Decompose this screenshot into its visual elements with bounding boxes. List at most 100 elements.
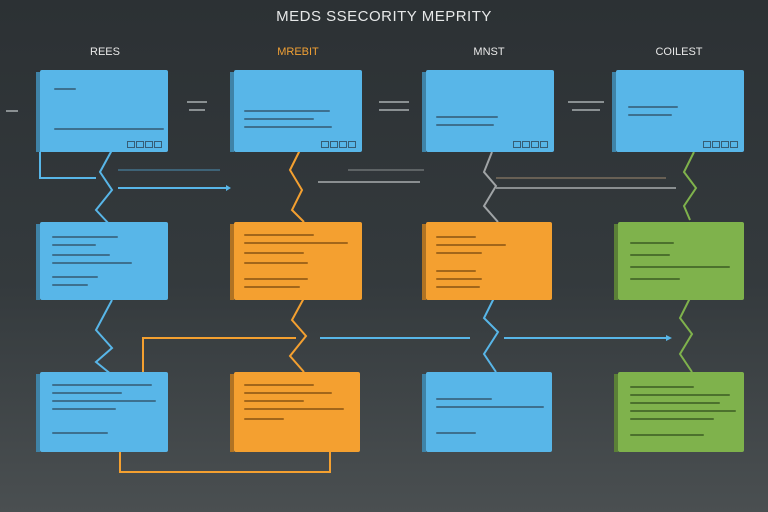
- card-line: [244, 286, 300, 288]
- card-line: [244, 408, 344, 410]
- card-slots: [513, 141, 548, 148]
- card-line: [52, 262, 132, 264]
- connector-bracket-col1: [39, 150, 96, 179]
- card-line: [630, 242, 674, 244]
- card-line: [630, 266, 730, 268]
- card-r2-c2: [230, 222, 362, 300]
- card-line: [630, 434, 704, 436]
- card-r3-c3: [422, 372, 552, 452]
- side-note-3: [376, 98, 412, 117]
- connector-zigzag-col4: [682, 151, 698, 221]
- card-line: [436, 270, 476, 272]
- card-line: [628, 106, 678, 108]
- card-line: [52, 408, 116, 410]
- card-line: [52, 432, 108, 434]
- card-r3-c1: [36, 372, 168, 452]
- card-line: [244, 278, 308, 280]
- card-line: [630, 418, 714, 420]
- connector-bottom-col2: [119, 452, 331, 473]
- card-slots: [703, 141, 738, 148]
- card-line: [630, 402, 720, 404]
- card-line: [244, 418, 284, 420]
- card-line: [52, 392, 122, 394]
- card-line: [244, 110, 330, 112]
- card-line: [54, 128, 164, 130]
- side-note-4: [566, 98, 606, 117]
- card-line: [630, 394, 730, 396]
- card-r1-c1: [36, 70, 168, 152]
- card-line: [244, 400, 304, 402]
- card-line: [244, 126, 332, 128]
- card-slots: [321, 141, 356, 148]
- card-edge: [422, 374, 426, 452]
- card-line: [54, 88, 76, 90]
- card-edge: [614, 374, 618, 452]
- card-edge: [614, 224, 618, 300]
- side-note-2: [184, 98, 210, 117]
- column-label-3: MNST: [473, 46, 505, 58]
- card-edge: [230, 72, 234, 152]
- card-line: [436, 124, 494, 126]
- card-r2-c4: [614, 222, 744, 300]
- card-r2-c3: [422, 222, 552, 300]
- card-edge: [36, 224, 40, 300]
- card-r1-c3: [422, 70, 554, 152]
- connector-zigzag-col4-lower: [678, 297, 694, 373]
- card-r2-c1: [36, 222, 168, 300]
- card-line: [436, 406, 544, 408]
- card-edge: [36, 72, 40, 152]
- card-r3-c4: [614, 372, 744, 452]
- card-line: [630, 278, 680, 280]
- card-line: [436, 236, 476, 238]
- card-line: [244, 252, 304, 254]
- card-line: [244, 262, 308, 264]
- card-line: [244, 384, 314, 386]
- connector-arrowhead-right: [666, 335, 672, 341]
- card-edge: [612, 72, 616, 152]
- card-edge: [422, 224, 426, 300]
- diagram-title: MEDS SSECORITY MEPRITY: [276, 8, 492, 25]
- card-line: [436, 116, 498, 118]
- card-r1-c2: [230, 70, 362, 152]
- card-line: [244, 242, 348, 244]
- card-line: [436, 432, 476, 434]
- card-edge: [230, 374, 234, 452]
- card-line: [52, 284, 88, 286]
- card-line: [52, 400, 156, 402]
- card-line: [436, 252, 482, 254]
- connector-zigzag-col1: [94, 149, 114, 226]
- card-line: [244, 234, 314, 236]
- column-label-4: COILEST: [655, 46, 703, 58]
- card-line: [52, 236, 118, 238]
- card-line: [52, 384, 152, 386]
- card-line: [52, 276, 98, 278]
- card-line: [244, 118, 314, 120]
- card-line: [52, 244, 96, 246]
- card-line: [244, 392, 332, 394]
- connector-zigzag-col3-lower: [482, 297, 500, 373]
- column-label-2: MREBIT: [277, 46, 319, 58]
- card-line: [630, 410, 736, 412]
- card-line: [436, 244, 506, 246]
- card-line: [436, 286, 480, 288]
- card-edge: [230, 224, 234, 300]
- card-line: [630, 386, 694, 388]
- card-line: [630, 254, 670, 256]
- side-note-1: [4, 108, 20, 114]
- card-line: [628, 114, 672, 116]
- card-slots: [127, 141, 162, 148]
- card-r3-c2: [230, 372, 360, 452]
- connector-zigzag-col1-lower: [94, 299, 114, 376]
- card-edge: [36, 374, 40, 452]
- card-line: [52, 254, 110, 256]
- card-edge: [422, 72, 426, 152]
- column-label-1: REES: [90, 46, 120, 58]
- connector-arrowhead-col1: [226, 185, 231, 191]
- connector-bracket-col2: [142, 337, 296, 372]
- card-r1-c4: [612, 70, 744, 152]
- connector-zigzag-col3: [482, 151, 499, 223]
- card-line: [436, 398, 492, 400]
- connector-zigzag-col2-lower: [288, 297, 308, 373]
